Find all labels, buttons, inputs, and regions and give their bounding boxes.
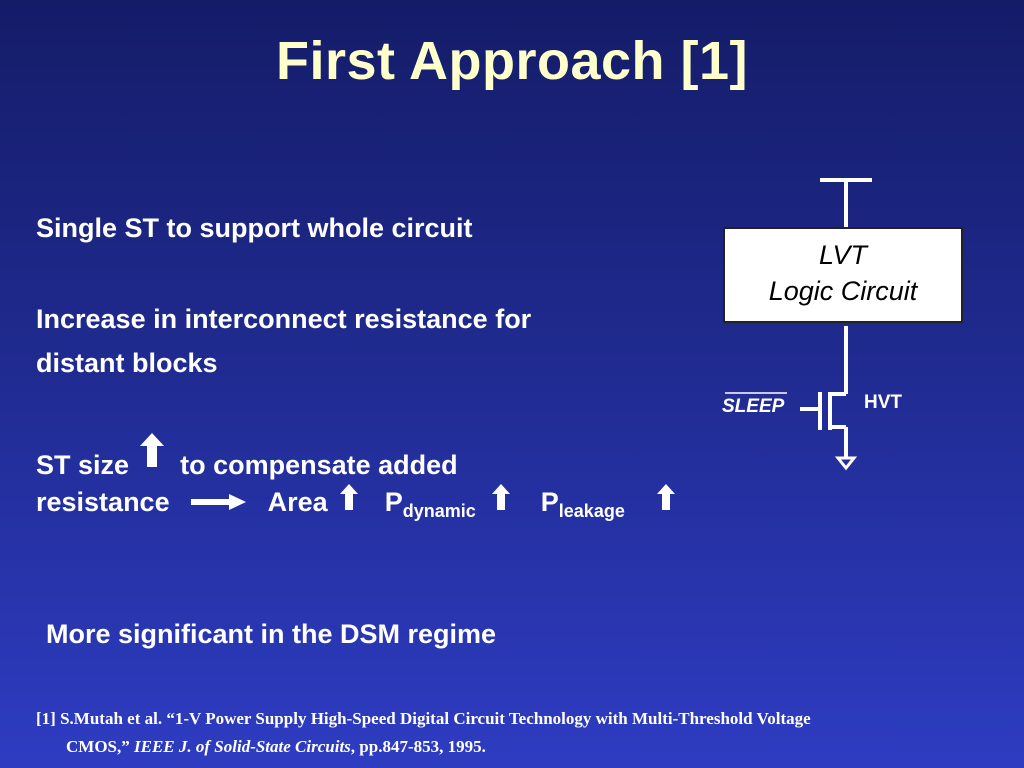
logic-circuit-label: Logic Circuit — [768, 276, 918, 306]
reference-part2: CMOS,” — [66, 737, 130, 756]
bullet-single-st: Single ST to support whole circuit — [36, 213, 473, 244]
sleep-label: SLEEP — [722, 396, 785, 417]
bullet-st-size-line2: resistance Area Pdynamic Pleakage — [36, 483, 676, 521]
area-up-arrow-icon — [340, 484, 359, 510]
right-arrow-icon — [191, 494, 247, 510]
bullet-interconnect-text-2: distant blocks — [36, 348, 218, 378]
bullet-st-size-line1: ST size to compensate added — [36, 433, 458, 481]
compensate-text: to compensate added — [180, 450, 458, 480]
lvt-logic-box: LVT Logic Circuit — [723, 227, 963, 323]
hvt-label: HVT — [864, 392, 902, 413]
bullet-single-st-text: Single ST to support whole circuit — [36, 213, 473, 243]
bullet-interconnect-text-1: Increase in interconnect resistance for — [36, 304, 532, 334]
lvt-label: LVT — [818, 240, 868, 270]
reference-part3: , pp.847-853, 1995. — [350, 737, 486, 756]
up-arrow-icon — [139, 433, 164, 467]
resistance-text: resistance — [36, 487, 170, 517]
reference-citation: [1] S.Mutah et al. “1-V Power Supply Hig… — [36, 705, 976, 761]
p-leakage-main: P — [540, 487, 559, 517]
p-dynamic-sub: dynamic — [402, 501, 476, 521]
area-text: Area — [267, 487, 328, 517]
bullet-interconnect-line2: distant blocks — [36, 348, 218, 379]
p-dynamic-label: Pdynamic — [384, 487, 476, 521]
ground-icon — [834, 456, 858, 471]
p-dynamic-main: P — [384, 487, 403, 517]
slide-title: First Approach [1] — [275, 31, 749, 91]
st-size-text: ST size — [36, 450, 130, 480]
p-dynamic-up-arrow-icon — [492, 484, 511, 510]
reference-journal: IEEE J. of Solid-State Circuits — [134, 737, 351, 756]
dsm-regime-text: More significant in the DSM regime — [46, 619, 497, 649]
p-leakage-label: Pleakage — [540, 487, 625, 521]
p-leakage-sub: leakage — [558, 501, 625, 521]
p-leakage-up-arrow-icon — [657, 484, 676, 510]
bullet-dsm-regime: More significant in the DSM regime — [46, 619, 496, 650]
reference-part1: [1] S.Mutah et al. “1-V Power Supply Hig… — [36, 709, 811, 728]
reference-line2: CMOS,” IEEE J. of Solid-State Circuits, … — [36, 733, 976, 761]
bullet-interconnect-line1: Increase in interconnect resistance for — [36, 304, 531, 335]
